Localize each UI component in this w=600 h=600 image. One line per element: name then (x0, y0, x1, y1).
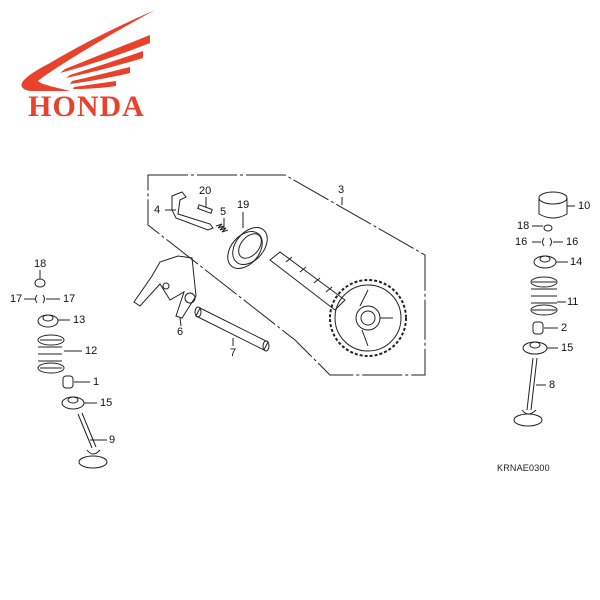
part-3-camshaft (269, 251, 407, 357)
callout-8: 8 (549, 379, 556, 391)
callout-16-right-a: 16 (515, 236, 528, 248)
callout-19: 19 (237, 199, 250, 211)
callout-13: 13 (73, 314, 86, 326)
callout-20: 20 (199, 185, 212, 197)
assembly-boundary (147, 174, 426, 376)
callout-17-left-a: 17 (10, 293, 23, 305)
left-valve-stack (24, 270, 108, 469)
callout-16-right-b: 16 (566, 236, 579, 248)
callout-15-right: 15 (561, 342, 574, 354)
callout-10: 10 (578, 200, 591, 212)
part-7-shaft (194, 306, 270, 352)
callout-2: 2 (561, 322, 568, 334)
callout-1: 1 (93, 376, 100, 388)
right-valve-stack (513, 191, 575, 427)
callout-14: 14 (570, 256, 583, 268)
part-4-lever (171, 191, 214, 231)
callout-18-right: 18 (517, 220, 530, 232)
callout-4: 4 (154, 204, 161, 216)
callout-11: 11 (567, 296, 579, 308)
callout-5: 5 (220, 206, 227, 218)
callout-18-left: 18 (34, 258, 47, 270)
callout-12: 12 (85, 345, 98, 357)
part-6-rocker-arm (133, 255, 197, 319)
callout-6: 6 (177, 326, 184, 338)
diagram-code: KRNAE0300 (497, 463, 550, 473)
callout-15-left: 15 (100, 397, 113, 409)
callout-9: 9 (109, 434, 116, 446)
part-19-bearing (227, 227, 268, 269)
brand-wordmark: HONDA (28, 90, 145, 123)
honda-wing-icon (21, 10, 156, 91)
callout-3: 3 (338, 184, 345, 196)
callout-17-left-b: 17 (63, 293, 76, 305)
callout-7: 7 (230, 347, 237, 359)
